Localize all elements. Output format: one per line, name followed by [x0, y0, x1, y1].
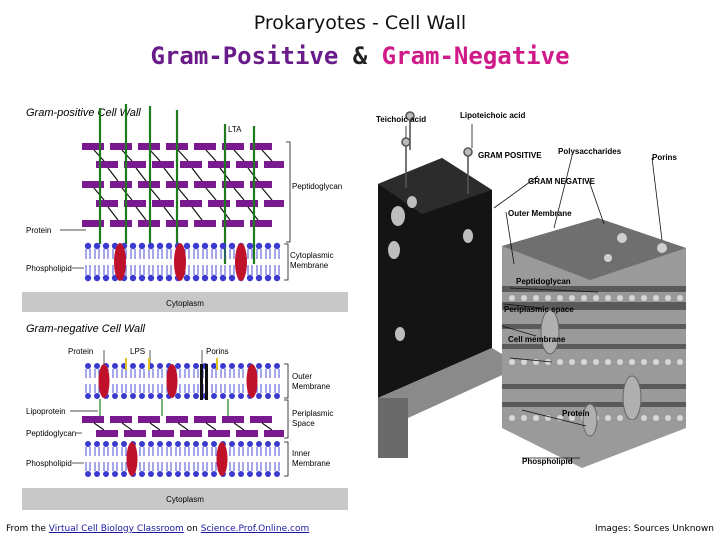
gn-3d-layer-stripes [502, 286, 686, 407]
gn-lps-chains [125, 358, 218, 370]
gp-peptidoglycan-layers [80, 142, 286, 242]
gn-peptidoglycan-layer [82, 399, 284, 437]
gn-porin-channels [200, 364, 208, 400]
label-periplasmic-space: Periplasmic space [504, 305, 574, 314]
label-gram-negative: GRAM NEGATIVE [528, 177, 596, 186]
gn-cytoplasm-label: Cytoplasm [166, 495, 204, 504]
gn-top-pointers [103, 350, 203, 364]
gn-3d-block [502, 218, 686, 468]
gn-lipoprotein-label: Lipoprotein [26, 407, 66, 416]
right-pointer-lines [405, 124, 663, 459]
cell-wall-3d-svg: Teichoic acid Lipoteichoic acid GRAM POS… [376, 111, 686, 468]
gp-peptidoglycan-row-2 [96, 161, 284, 168]
footer-credit: From the Virtual Cell Biology Classroom … [6, 524, 309, 534]
gn-lipoprotein-links [99, 399, 229, 416]
label-polysaccharides: Polysaccharides [558, 147, 622, 156]
gn-periplasmic-bracket [284, 399, 289, 439]
right-labels: Teichoic acid Lipoteichoic acid GRAM POS… [376, 111, 677, 466]
label-cell-membrane: Cell membrane [508, 335, 566, 344]
gn-peptidoglycan-label: Peptidoglycan [26, 429, 76, 438]
gn-periplasmic-label-2: Space [292, 419, 315, 428]
gn-cytoplasm-band [22, 488, 348, 510]
label-outer-membrane: Outer Membrane [508, 209, 572, 218]
gn-outer-proteins [98, 364, 258, 398]
gp-membrane-bracket [284, 243, 289, 281]
cell-wall-schematic: Gram-positive Cell Wall [22, 96, 350, 512]
label-peptidoglycan: Peptidoglycan [516, 277, 571, 286]
gp-3d-block [378, 111, 522, 458]
gp-cytoplasmic-label-1: Cytoplasmic [290, 251, 334, 260]
gp-cytoplasm-band [22, 292, 348, 312]
gn-outer-bracket [284, 363, 289, 399]
label-protein: Protein [562, 409, 590, 418]
label-lipoteichoic-acid: Lipoteichoic acid [460, 111, 525, 120]
label-gram-positive: GRAM POSITIVE [478, 151, 542, 160]
footer-middle: on [183, 524, 201, 534]
title-gram-negative: Gram-Negative [381, 42, 570, 70]
gn-outer-membrane [85, 358, 280, 400]
title-line-1: Prokaryotes - Cell Wall [0, 12, 720, 34]
label-phospholipid: Phospholipid [522, 457, 573, 466]
cell-wall-schematic-svg: Gram-positive Cell Wall [22, 104, 348, 510]
gn-protein-label: Protein [68, 347, 93, 356]
gn-inner-label-1: Inner [292, 449, 311, 458]
label-teichoic-acid: Teichoic acid [376, 115, 426, 124]
gp-peptidoglycan-label: Peptidoglycan [292, 182, 342, 191]
title-line-2: Gram-Positive & Gram-Negative [0, 42, 720, 70]
gp-membrane-proteins [114, 243, 247, 281]
cell-wall-3d-illustration: Teichoic acid Lipoteichoic acid GRAM POS… [372, 98, 688, 470]
gp-phospholipid-label: Phospholipid [26, 264, 72, 273]
gn-3d-lipid-heads [509, 295, 683, 421]
gn-inner-membrane [85, 441, 280, 477]
title-prefix: Prokaryotes - [253, 12, 385, 34]
title-cell-wall: Cell Wall [384, 12, 467, 34]
gp-3d-teichoic-stalks [401, 111, 473, 194]
gn-lps-label: LPS [130, 347, 145, 356]
gp-cytoplasm-label: Cytoplasm [166, 299, 204, 308]
gn-periplasmic-label-1: Periplasmic [292, 409, 333, 418]
gn-heading: Gram-negative Cell Wall [26, 323, 146, 335]
label-porins: Porins [652, 153, 677, 162]
gn-porins-label: Porins [206, 347, 229, 356]
gp-heading: Gram-positive Cell Wall [26, 107, 141, 119]
gp-peptidoglycan-bracket [286, 141, 291, 243]
gp-lta-label: LTA [228, 125, 242, 134]
footer-prefix: From the [6, 524, 49, 534]
gn-3d-proteins [540, 309, 642, 437]
gn-inner-label-2: Membrane [292, 459, 331, 468]
gn-outer-label-1: Outer [292, 372, 312, 381]
gn-3d-porins [604, 233, 667, 262]
title-ampersand: & [338, 42, 382, 70]
gp-cytoplasmic-label-2: Membrane [290, 261, 329, 270]
gp-3d-surface-blobs [388, 196, 473, 341]
gn-outer-label-2: Membrane [292, 382, 331, 391]
virtual-cell-biology-link[interactable]: Virtual Cell Biology Classroom [48, 524, 184, 534]
science-prof-online-link[interactable]: Science.Prof.Online.com [200, 524, 310, 534]
gn-inner-bracket [284, 441, 289, 477]
gp-peptidoglycan-row-4 [96, 200, 284, 207]
gp-protein-label: Protein [26, 226, 51, 235]
title-gram-positive: Gram-Positive [150, 42, 339, 70]
footer-image-sources: Images: Sources Unknown [594, 524, 714, 534]
gp-teichoic-acid-rods [98, 104, 256, 264]
gn-phospholipid-label: Phospholipid [26, 459, 72, 468]
gp-phospholipid-bilayer [84, 242, 281, 282]
